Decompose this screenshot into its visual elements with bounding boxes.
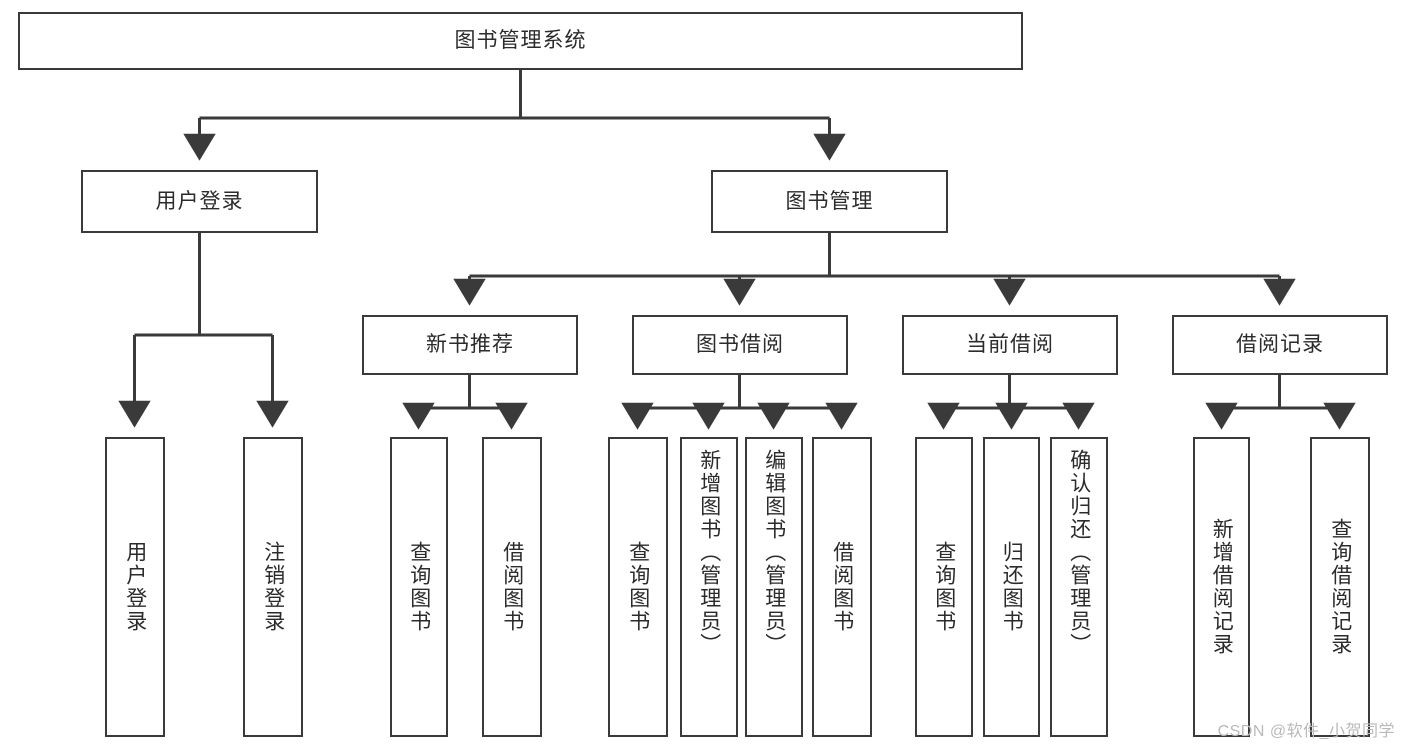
node-leaf-query-book-rec-label: 查询图书 (407, 541, 431, 633)
node-leaf-edit-book-label: 编辑图书（管理员） (762, 449, 786, 656)
node-leaf-borrow-book-b[interactable]: 借阅图书 (812, 437, 872, 737)
node-borrow-record-label: 借阅记录 (1236, 333, 1324, 357)
node-book-manage[interactable]: 图书管理 (711, 170, 948, 233)
node-leaf-query-book-b-label: 查询图书 (626, 541, 650, 633)
node-book-borrow-label: 图书借阅 (696, 333, 784, 357)
node-leaf-query-record[interactable]: 查询借阅记录 (1310, 437, 1370, 737)
node-current-borrow-label: 当前借阅 (966, 333, 1054, 357)
node-leaf-query-book-rec[interactable]: 查询图书 (390, 437, 448, 737)
node-leaf-add-book[interactable]: 新增图书（管理员） (680, 437, 738, 737)
node-borrow-record[interactable]: 借阅记录 (1172, 315, 1388, 375)
node-current-borrow[interactable]: 当前借阅 (902, 315, 1118, 375)
node-leaf-borrow-book-rec[interactable]: 借阅图书 (482, 437, 542, 737)
node-leaf-return-book-label: 归还图书 (1000, 541, 1024, 633)
node-leaf-borrow-book-b-label: 借阅图书 (830, 541, 854, 633)
node-leaf-add-record-label: 新增借阅记录 (1210, 518, 1234, 656)
node-new-book-rec-label: 新书推荐 (426, 333, 514, 357)
node-leaf-logout-label: 注销登录 (261, 541, 285, 633)
node-root-label: 图书管理系统 (454, 29, 587, 53)
node-leaf-user-login[interactable]: 用户登录 (105, 437, 165, 737)
node-leaf-query-book-c[interactable]: 查询图书 (915, 437, 973, 737)
node-book-borrow[interactable]: 图书借阅 (632, 315, 848, 375)
node-new-book-rec[interactable]: 新书推荐 (362, 315, 578, 375)
node-leaf-add-record[interactable]: 新增借阅记录 (1193, 437, 1250, 737)
node-leaf-return-book[interactable]: 归还图书 (983, 437, 1040, 737)
node-leaf-confirm-return-label: 确认归还（管理员） (1067, 449, 1091, 656)
node-leaf-query-record-label: 查询借阅记录 (1328, 518, 1352, 656)
node-leaf-add-book-label: 新增图书（管理员） (697, 449, 721, 656)
node-leaf-user-login-label: 用户登录 (123, 541, 147, 633)
node-user-login-label: 用户登录 (155, 189, 244, 213)
node-leaf-confirm-return[interactable]: 确认归还（管理员） (1050, 437, 1108, 737)
node-root[interactable]: 图书管理系统 (18, 12, 1023, 70)
node-user-login[interactable]: 用户登录 (81, 170, 318, 233)
node-leaf-logout[interactable]: 注销登录 (243, 437, 303, 737)
node-leaf-edit-book[interactable]: 编辑图书（管理员） (745, 437, 803, 737)
node-leaf-query-book-b[interactable]: 查询图书 (608, 437, 668, 737)
node-leaf-borrow-book-rec-label: 借阅图书 (500, 541, 524, 633)
node-book-manage-label: 图书管理 (785, 189, 874, 213)
watermark-text: CSDN @软件_小贺同学 (1217, 723, 1395, 740)
node-leaf-query-book-c-label: 查询图书 (932, 541, 956, 633)
